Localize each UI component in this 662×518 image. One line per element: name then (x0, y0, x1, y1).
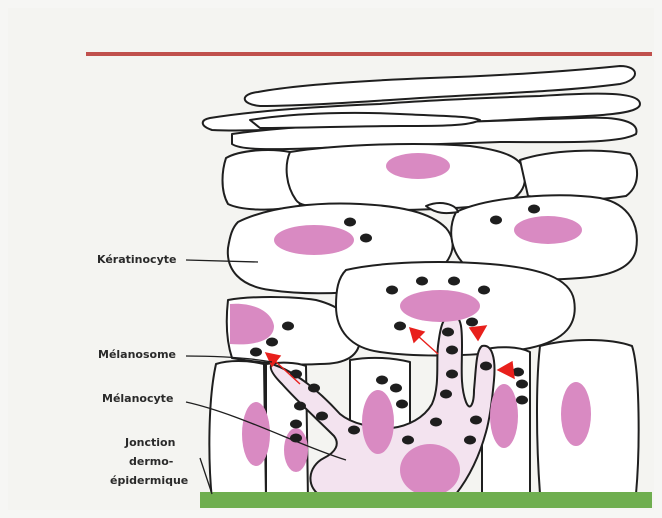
melanosome (448, 277, 460, 286)
nucleus (490, 384, 518, 448)
label-melanosome: Mélanosome (98, 348, 176, 361)
nucleus (386, 153, 450, 179)
melanosome (376, 376, 388, 385)
basement-membrane (200, 492, 652, 508)
melanosome (516, 380, 528, 389)
melanosome (490, 216, 502, 225)
melanosome (446, 370, 458, 379)
melanosome (470, 416, 482, 425)
melanosome (446, 346, 458, 355)
melanosome (464, 436, 476, 445)
melanosome (390, 384, 402, 393)
melanosome (402, 436, 414, 445)
melanosome (516, 396, 528, 405)
melanosome (360, 234, 372, 243)
nucleus (362, 390, 394, 454)
melanosome (250, 348, 262, 357)
melanosome (344, 218, 356, 227)
melanosome (308, 384, 320, 393)
melanosome (396, 400, 408, 409)
melanosome (316, 412, 328, 421)
melanosome (430, 418, 442, 427)
nucleus (561, 382, 591, 446)
nucleus (514, 216, 582, 244)
label-melanocyte: Mélanocyte (102, 392, 173, 405)
nucleus (400, 290, 480, 322)
corneocyte (250, 113, 480, 128)
melanosome (282, 322, 294, 331)
label-junction-1: Jonction (124, 436, 175, 449)
nucleus (274, 225, 354, 255)
melanosome (394, 322, 406, 331)
melanosome (478, 286, 490, 295)
melanocyte-nucleus (400, 444, 460, 496)
melanosome (266, 338, 278, 347)
melanosome (466, 318, 478, 327)
melanosome (442, 328, 454, 337)
melanosome (348, 426, 360, 435)
melanosome (416, 277, 428, 286)
melanosome (290, 420, 302, 429)
label-junction-3: épidermique (110, 474, 188, 487)
melanosome (528, 205, 540, 214)
label-keratinocyte: Kératinocyte (97, 253, 176, 266)
nucleus (242, 402, 270, 466)
melanosome (294, 402, 306, 411)
melanosome (386, 286, 398, 295)
keratinocyte-cell (520, 151, 637, 200)
label-junction-2: dermo- (129, 455, 173, 468)
melanosome (480, 362, 492, 371)
melanosome (440, 390, 452, 399)
